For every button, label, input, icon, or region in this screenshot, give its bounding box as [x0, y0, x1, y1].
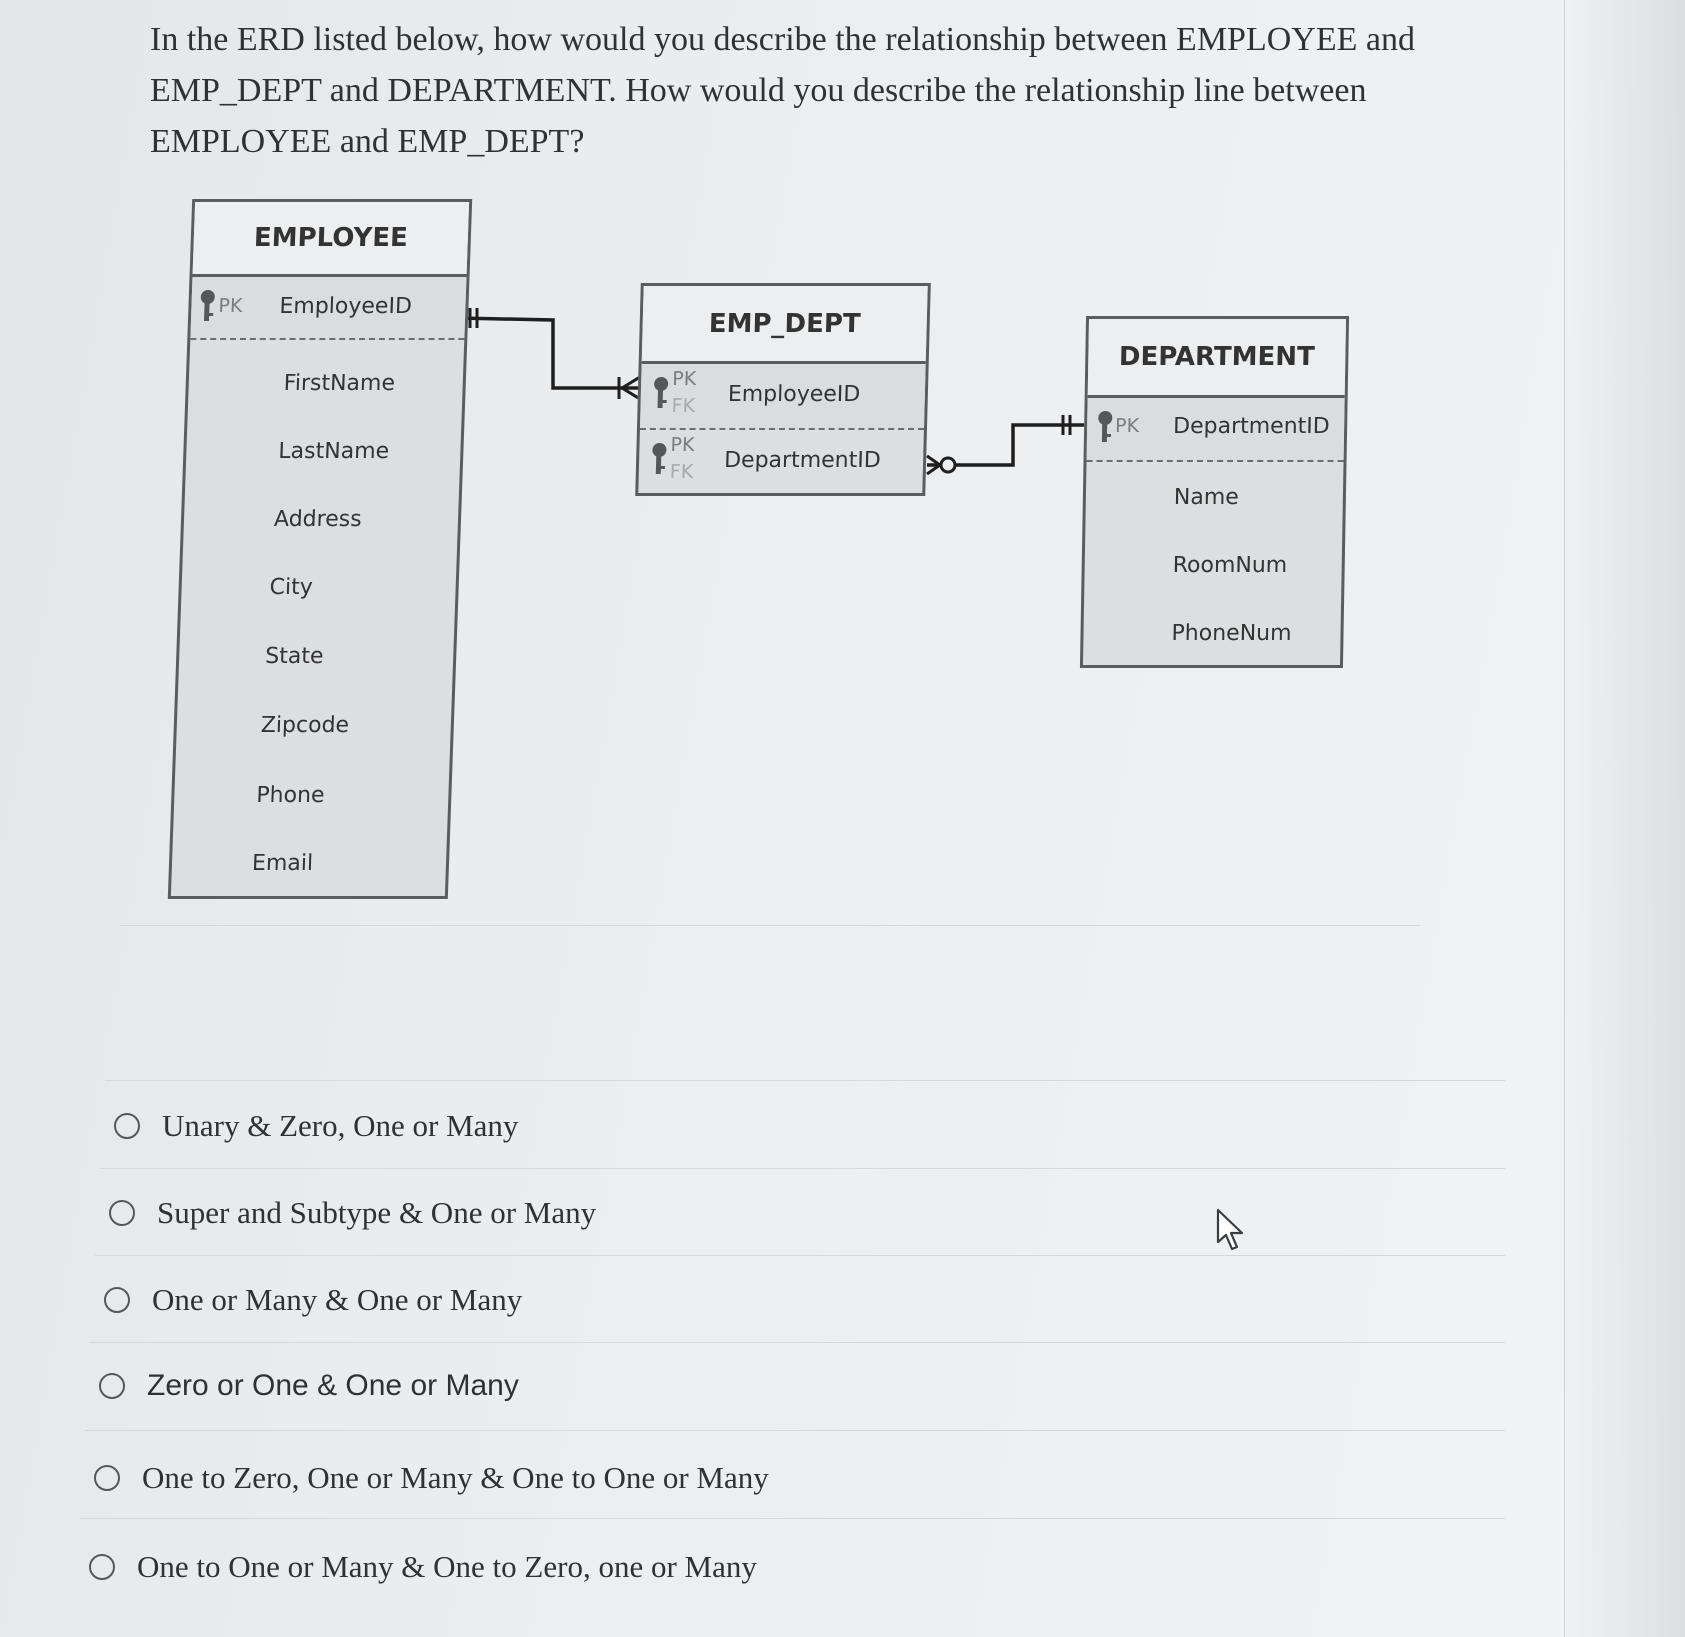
- option-4[interactable]: Zero or One & One or Many: [99, 1369, 519, 1403]
- divider: [120, 925, 1420, 926]
- emp-dept-pk-label-1: PK: [671, 368, 697, 390]
- divider: [85, 1430, 1505, 1431]
- key-icon: [652, 443, 667, 474]
- employee-attr-city: City: [269, 575, 314, 600]
- question-text: In the ERD listed below, how would you d…: [150, 21, 1415, 160]
- radio-button[interactable]: [99, 1373, 125, 1399]
- employee-empdept-line: [457, 316, 640, 390]
- option-label: Zero or One & One or Many: [147, 1369, 519, 1402]
- employee-attr-address: Address: [273, 507, 363, 532]
- employee-attr-firstname: FirstName: [283, 371, 396, 396]
- employee-attr-zipcode: Zipcode: [260, 713, 350, 738]
- employee-attr-phone: Phone: [255, 783, 325, 808]
- radio-button[interactable]: [114, 1113, 140, 1139]
- option-6[interactable]: One to One or Many & One to Zero, one or…: [89, 1549, 757, 1585]
- department-attr-name: Name: [1173, 485, 1240, 510]
- department-attr-roomnum: RoomNum: [1172, 553, 1288, 578]
- emp-dept-field-employeeid: EmployeeID: [727, 382, 861, 407]
- empdept-department-line: [927, 423, 1085, 467]
- entity-employee-title: EMPLOYEE: [192, 202, 470, 277]
- relationship-lines: [457, 308, 1085, 476]
- emp-dept-row-employeeid: PK FK EmployeeID: [639, 364, 926, 430]
- emp-dept-pk-label-2: PK: [670, 434, 695, 456]
- divider: [90, 1342, 1505, 1343]
- divider: [100, 1168, 1505, 1169]
- option-label: One to One or Many & One to Zero, one or…: [137, 1549, 757, 1584]
- emp-dept-row-departmentid: PK FK DepartmentID: [638, 430, 924, 496]
- employee-attr-lastname: LastName: [277, 439, 390, 464]
- department-pk-row: PK DepartmentID: [1086, 398, 1345, 462]
- empdept-crowfoot-top: [621, 375, 641, 390]
- key-icon: [1098, 411, 1113, 442]
- option-label: Super and Subtype & One or Many: [157, 1195, 597, 1230]
- employee-attr-email: Email: [251, 851, 314, 876]
- empdept-crowfoot2-top: [926, 454, 941, 467]
- employee-pk-field: EmployeeID: [279, 294, 413, 319]
- entity-emp-dept: EMP_DEPT PK FK EmployeeID PK FK Departme…: [635, 283, 931, 496]
- employee-attr-state: State: [264, 644, 324, 669]
- employee-pk-label: PK: [218, 295, 243, 317]
- window-edge: [1564, 0, 1685, 1637]
- option-label: One or Many & One or Many: [152, 1282, 523, 1317]
- mouse-cursor-icon: [1216, 1208, 1244, 1251]
- emp-dept-fk-label-2: FK: [669, 461, 694, 483]
- key-icon: [654, 377, 669, 408]
- entity-emp-dept-title: EMP_DEPT: [641, 286, 928, 364]
- empdept-zero-mark: [939, 456, 957, 474]
- entity-employee: EMPLOYEE PK EmployeeID FirstName LastNam…: [167, 199, 473, 899]
- department-pk-field: DepartmentID: [1172, 414, 1330, 439]
- option-5[interactable]: One to Zero, One or Many & One to One or…: [94, 1460, 769, 1496]
- radio-button[interactable]: [94, 1465, 120, 1491]
- option-2[interactable]: Super and Subtype & One or Many: [109, 1195, 596, 1231]
- radio-button[interactable]: [89, 1554, 115, 1580]
- key-icon: [200, 290, 215, 321]
- option-label: Unary & Zero, One or Many: [162, 1108, 519, 1143]
- department-attr-phonenum: PhoneNum: [1171, 621, 1292, 646]
- entity-department-title: DEPARTMENT: [1087, 319, 1347, 398]
- radio-button[interactable]: [109, 1200, 135, 1226]
- emp-dept-fk-label-1: FK: [671, 395, 696, 417]
- empdept-crowfoot2-bottom: [926, 463, 941, 476]
- divider: [95, 1255, 1505, 1256]
- divider: [105, 1080, 1505, 1081]
- option-3[interactable]: One or Many & One or Many: [104, 1282, 522, 1318]
- emp-dept-field-departmentid: DepartmentID: [723, 448, 882, 473]
- employee-pk-row: PK EmployeeID: [190, 277, 467, 340]
- department-pk-label: PK: [1114, 415, 1140, 437]
- option-label: One to Zero, One or Many & One to One or…: [142, 1460, 769, 1495]
- entity-department: DEPARTMENT PK DepartmentID Name RoomNum …: [1079, 316, 1350, 668]
- divider: [80, 1518, 1505, 1519]
- option-1[interactable]: Unary & Zero, One or Many: [114, 1108, 518, 1144]
- radio-button[interactable]: [104, 1287, 130, 1313]
